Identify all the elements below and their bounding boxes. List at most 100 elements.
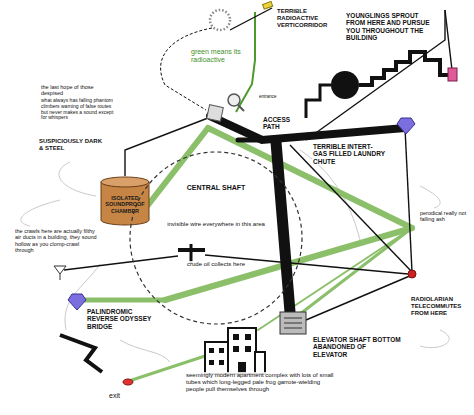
access-path [210,116,405,140]
access-path [210,116,405,312]
label-anchor: what always has falling phantom climbers… [40,98,118,121]
magnifier [228,94,244,111]
label-anchor: ELEVATOR SHAFT BOTTOM ABANDONED OF ELEVA… [312,336,402,358]
thin-route [405,128,412,272]
map-label: RADIOLARIAN TELECOMMUTES FROM HERE [410,296,472,317]
youngling-stairs [359,52,450,85]
label-anchor: exit [108,392,121,400]
map-label: exit [108,392,121,400]
apartment-building [205,328,265,374]
label-anchor: the crawls here are actually filthy air … [14,228,100,253]
node-text: crude oil collects here [186,261,246,268]
map-label: ELEVATOR SHAFT BOTTOM ABANDONED OF ELEVA… [312,336,402,358]
grey-wire [420,330,449,348]
thin-route [64,8,452,320]
apartment-building [205,342,229,374]
elevator-bottom [280,312,306,334]
map-label: TERRIBLE INTERT-GAS FILLED LAUNDRY CHUTE [312,143,386,165]
bridge-zigzag [60,335,102,372]
map-label: entrance [258,94,278,99]
label-anchor: entrance [258,94,278,99]
map-label: SUSPICIOUSLY DARK & STEEL [38,138,106,152]
pink-marker [448,68,457,81]
shaft-region: CENTRAL SHAFT invisible wire everywhere i… [128,150,304,326]
grey-wire [21,200,60,226]
apartment-building [233,346,239,352]
map-label: the crawls here are actually filthy air … [14,228,100,253]
dotted-ring [210,10,230,30]
red-node [408,270,416,278]
label-anchor: the last hope of those despised [40,84,118,97]
node-text: CENTRAL SHAFT [186,184,247,192]
dashed-route [161,28,212,110]
air-valve [54,266,66,274]
label-anchor: perodical really not falling ash [419,210,471,223]
map-label: TERRIBLE RADIOACTIVE VERTICORRIDOR [276,8,340,29]
apartment-building [228,328,256,374]
map-label: YOUNGLINGS SPROUT FROM HERE AND PURSUE Y… [345,12,433,42]
radioactive-corridor [300,228,412,314]
node-text: invisible wire everywhere in this area [166,221,266,228]
label-anchor: PALINDROMIC REVERSE ODYSSEY BRIDGE [86,308,164,330]
youngling-pit [331,71,359,99]
apartment-building [233,334,239,340]
radioactive-corridor [82,128,412,380]
apartment-building [219,360,224,365]
label-anchor: seemingly modern apartment complex with … [185,372,337,393]
thin-route [230,8,272,30]
access-path [276,142,290,312]
chamber-top [101,177,149,187]
grey-wire [120,340,170,362]
label-anchor: TERRIBLE RADIOACTIVE VERTICORRIDOR [276,8,340,29]
radioactive-corridor [208,128,412,228]
grey-wire [420,186,440,208]
apartment-building [209,348,214,353]
shaft-circle [130,152,302,324]
apartment-building [255,352,265,374]
elevator-bottom [280,312,306,334]
apartment-building [209,334,251,374]
label-anchor: RADIOLARIAN TELECOMMUTES FROM HERE [410,296,472,317]
access-path [238,138,262,143]
thin-route [445,10,452,70]
map-label: green means its radioactive [190,48,252,64]
thin-route [306,275,412,320]
apartment-building [245,346,251,352]
air-valve [54,266,66,280]
youngling-stairs [306,85,331,118]
gem [68,118,415,310]
air-valve [60,274,61,280]
chamber-node: ISOLATED SOUNDPROOF CHAMBER [100,176,150,226]
shaft-outline [128,150,304,326]
apartment-building [209,360,214,365]
magnifier [228,94,240,106]
magnifier [238,105,244,111]
map-label: ACCESS PATH [262,116,304,131]
youngling-stairs [306,52,450,118]
chamber-body [101,182,149,225]
label-anchor: TERRIBLE INTERT-GAS FILLED LAUNDRY CHUTE [312,143,386,165]
apartment-building [219,348,224,353]
map-label: PALINDROMIC REVERSE ODYSSEY BRIDGE [86,308,164,330]
steel-crate [207,105,224,122]
label-anchor: YOUNGLINGS SPROUT FROM HERE AND PURSUE Y… [345,12,433,42]
elevator-bottom [284,318,302,328]
dashed-route [161,28,212,110]
grey-wire [59,162,96,196]
thin-route [306,10,445,140]
map-label: seemingly modern apartment complex with … [185,372,337,393]
label-anchor: SUSPICIOUSLY DARK & STEEL [38,138,106,152]
map-label: perodical really not falling ash [419,210,471,223]
apartment-building [245,334,251,340]
label-anchor: green means its radioactive [190,48,252,64]
gem [397,118,415,134]
exit-marker [123,379,133,385]
radioactive-corridor [148,128,208,205]
map-label: what always has falling phantom climbers… [40,98,118,121]
thin-route [64,256,178,270]
gem [68,294,86,310]
map-label: the last hope of those despised [40,84,118,97]
yellow-marker [263,1,273,9]
label-anchor: ACCESS PATH [262,116,304,131]
